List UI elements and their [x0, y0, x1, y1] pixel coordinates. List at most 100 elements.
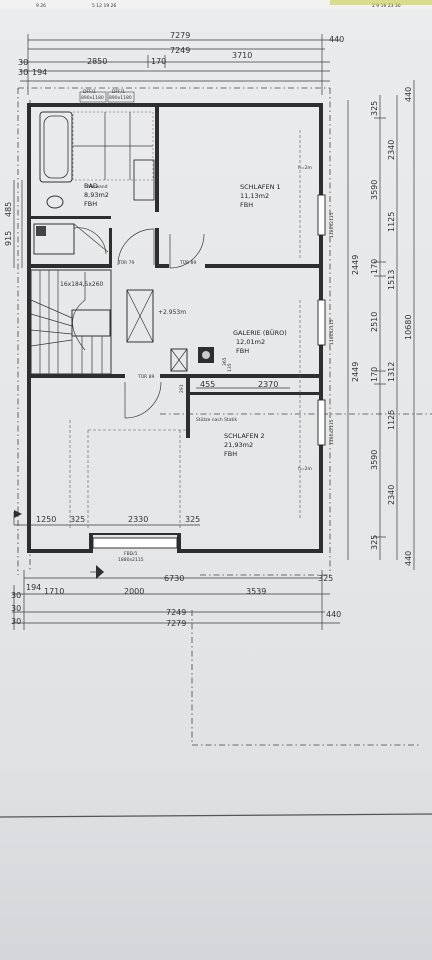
dim-bottom-6730: 6730 [164, 574, 184, 583]
window-top2-size: 890x1180 [109, 95, 132, 101]
dim-bottom-7249: 7249 [166, 608, 186, 617]
staircase [30, 269, 112, 375]
chimney-dim: 365 [222, 357, 228, 366]
top-paper-strip [0, 0, 432, 9]
dim-bottom-325b: 325 [185, 515, 200, 524]
dim-mid-2370: 2370 [258, 380, 278, 389]
room-bad-area: 8,93m2 [84, 191, 109, 199]
right-dimension-lines [374, 80, 415, 570]
dim-right-2340: 2340 [387, 140, 396, 160]
dim-bottom-3539: 3539 [246, 587, 266, 596]
dim-right-3590b: 3590 [370, 450, 379, 470]
window-side1-size: 1180x2115 [329, 212, 335, 238]
slope-note: Stütze nach Statik [196, 417, 238, 423]
dim-right-325: 325 [370, 101, 379, 116]
highlight-strip [330, 0, 432, 5]
dim-top-440: 440 [329, 35, 344, 44]
chimney-dim2: 135 [227, 363, 233, 372]
section-markers [14, 510, 104, 579]
exterior-walls [27, 103, 323, 553]
strip-date-right: 2 9 16 23 30 [372, 3, 401, 9]
wc-note: Vorwand [88, 184, 108, 190]
dim-right-3590: 3590 [370, 180, 379, 200]
dim-bottom-30a: 30 [11, 591, 21, 600]
dim-outer-440b: 440 [404, 551, 413, 566]
dim-top-30a: 30 [18, 58, 28, 67]
window-side3-size: 1180x2115 [329, 419, 335, 445]
dim-bottom-2330: 2330 [128, 515, 148, 524]
schlafen2-roof-lines [69, 130, 301, 530]
dim-right-1125a: 1125 [387, 212, 396, 232]
dim-bottom-325a: 325 [70, 515, 85, 524]
side-windows [317, 194, 326, 446]
stairs-label: 16x184,5x260 [60, 281, 104, 288]
height-note-2: h=2m [298, 466, 312, 472]
room-schlafen1-area: 11,13m2 [240, 192, 269, 200]
paper-edge-line [0, 813, 432, 818]
dim-mid-291: 291 [179, 384, 185, 393]
dim-outer-440: 440 [404, 87, 413, 102]
dim-outer-1513: 1513 [387, 270, 396, 290]
dim-top-2850: 2850 [87, 57, 107, 66]
window-top1-label: DFF/1 [83, 89, 96, 95]
door-s1-label: TÜR 89 [179, 259, 196, 266]
dim-bottom-30c: 30 [11, 617, 21, 626]
room-schlafen2-floor: FBH [224, 450, 237, 458]
skylight-galerie [126, 289, 154, 343]
door-bad-label: TÜR 79 [117, 259, 134, 266]
dim-left-485: 485 [4, 202, 13, 217]
strip-date-left: 9 26 [36, 3, 46, 9]
chimney [170, 347, 214, 372]
dim-bottom-30b: 30 [11, 604, 21, 613]
dim-top-194: 194 [32, 68, 47, 77]
dim-bottom-1250: 1250 [36, 515, 56, 524]
room-schlafen1-floor: FBH [240, 201, 253, 209]
dim-bottom-2000: 2000 [124, 587, 144, 596]
dim-mid-2449b: 2449 [351, 362, 360, 382]
dim-top-170: 170 [151, 57, 166, 66]
top-dimension-lines [20, 34, 340, 95]
left-dimension-lines [13, 180, 23, 268]
dim-bottom-325c: 325 [318, 574, 333, 583]
room-schlafen2-area: 21,93m2 [224, 441, 253, 449]
dim-top-30b: 30 [18, 68, 28, 77]
dim-right-1125b: 1125 [387, 410, 396, 430]
dim-bottom-7279: 7279 [166, 619, 186, 628]
room-galerie-floor: FBH [236, 347, 249, 355]
dim-bottom-194: 194 [26, 583, 41, 592]
dim-right-170a: 170 [370, 259, 379, 274]
window-bottom-label: FBD/1 [124, 551, 138, 557]
mid-dimension-lines [196, 100, 349, 560]
level-label: +2.953m [158, 309, 186, 316]
room-bad-floor: FBH [84, 200, 97, 208]
dim-mid-455: 455 [200, 380, 215, 389]
dim-mid-2449a: 2449 [351, 255, 360, 275]
doors [117, 228, 205, 419]
room-schlafen2-name: SCHLAFEN 2 [224, 432, 265, 440]
room-galerie-area: 12,01m2 [236, 338, 265, 346]
window-bottom-size: 1880x2115 [118, 557, 144, 563]
interior-walls [31, 107, 319, 438]
dim-outer-1312: 1312 [387, 362, 396, 382]
window-side2-size: 1180x2115 [329, 319, 335, 345]
dim-right-170b: 170 [370, 367, 379, 382]
dim-top-3710: 3710 [232, 51, 252, 60]
dim-bottom-1710: 1710 [44, 587, 64, 596]
dim-top-7279: 7279 [170, 31, 190, 40]
dim-right-2510: 2510 [370, 312, 379, 332]
strip-date-mid: 5 12 19 26 [92, 3, 116, 9]
bath-fixtures [33, 111, 155, 255]
dim-outer-10680: 10680 [404, 315, 413, 340]
dim-right-2340b: 2340 [387, 485, 396, 505]
door-gal-label: TÜR 89 [137, 373, 154, 380]
room-galerie-name: GALERIE (BÜRO) [233, 328, 287, 337]
bottom-dimension-lines [12, 512, 340, 630]
dim-right-325b: 325 [370, 535, 379, 550]
roof-windows-top [79, 91, 135, 103]
dim-top-7249: 7249 [170, 46, 190, 55]
height-note-1: h=2m [298, 165, 312, 171]
window-top2-label: DFF/1 [112, 89, 125, 95]
dim-left-915: 915 [4, 231, 13, 246]
